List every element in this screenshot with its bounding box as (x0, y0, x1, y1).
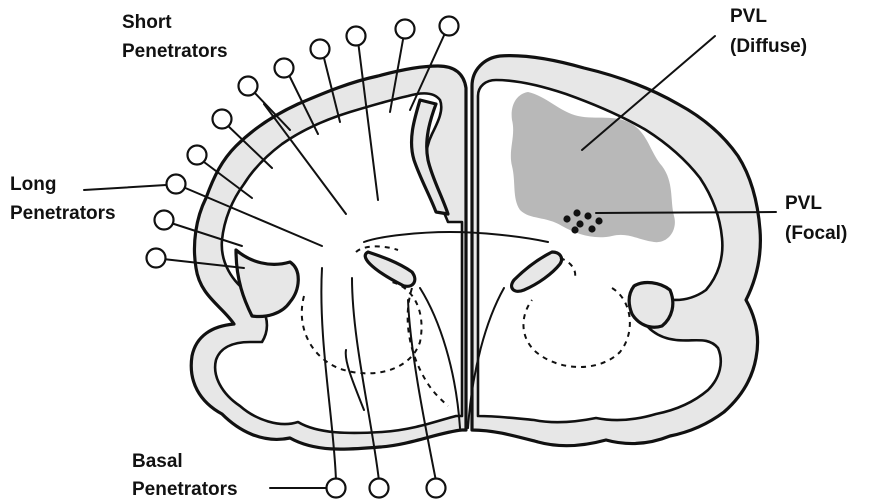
penetrator-endpoint (167, 175, 186, 194)
penetrator-endpoint (155, 211, 174, 230)
pvl-focal-label-line1: PVL (785, 193, 822, 214)
basal-penetrators-label-line1: Basal (132, 451, 183, 472)
pvl-focal-leader (596, 212, 776, 213)
short-penetrators-label-line1: Short (122, 12, 172, 33)
penetrator-endpoint (213, 110, 232, 129)
long-penetrator-endpoints (147, 175, 186, 268)
short-penetrators-label-line2: Penetrators (122, 41, 228, 62)
penetrator-endpoint (370, 479, 389, 498)
right-sulcus-lateral (629, 283, 673, 328)
basal-penetrator-endpoints (327, 479, 446, 498)
basal-penetrators-label-line2: Penetrators (132, 479, 238, 500)
focal-dot (584, 212, 591, 219)
focal-dot (571, 226, 578, 233)
pvl-diffuse-label-line2: (Diffuse) (730, 36, 807, 57)
penetrator-endpoint (396, 20, 415, 39)
focal-dot (573, 209, 580, 216)
penetrator-endpoint (239, 77, 258, 96)
focal-dot (588, 225, 595, 232)
penetrator-endpoint (347, 27, 366, 46)
penetrator-endpoint (427, 479, 446, 498)
penetrator-endpoint (275, 59, 294, 78)
long-penetrators-label-line2: Penetrators (10, 203, 116, 224)
penetrator-endpoint (147, 249, 166, 268)
penetrator-endpoint (440, 17, 459, 36)
penetrator-endpoint (311, 40, 330, 59)
focal-dot (576, 220, 583, 227)
long-penetrators-label-line1: Long (10, 174, 56, 195)
pvl-focal-label-line2: (Focal) (785, 223, 847, 244)
long-penetrators-leader (84, 185, 166, 190)
pvl-diffuse-label-line1: PVL (730, 6, 767, 27)
penetrator-endpoint (188, 146, 207, 165)
focal-dot (563, 215, 570, 222)
penetrator-endpoint (327, 479, 346, 498)
focal-dot (595, 217, 602, 224)
